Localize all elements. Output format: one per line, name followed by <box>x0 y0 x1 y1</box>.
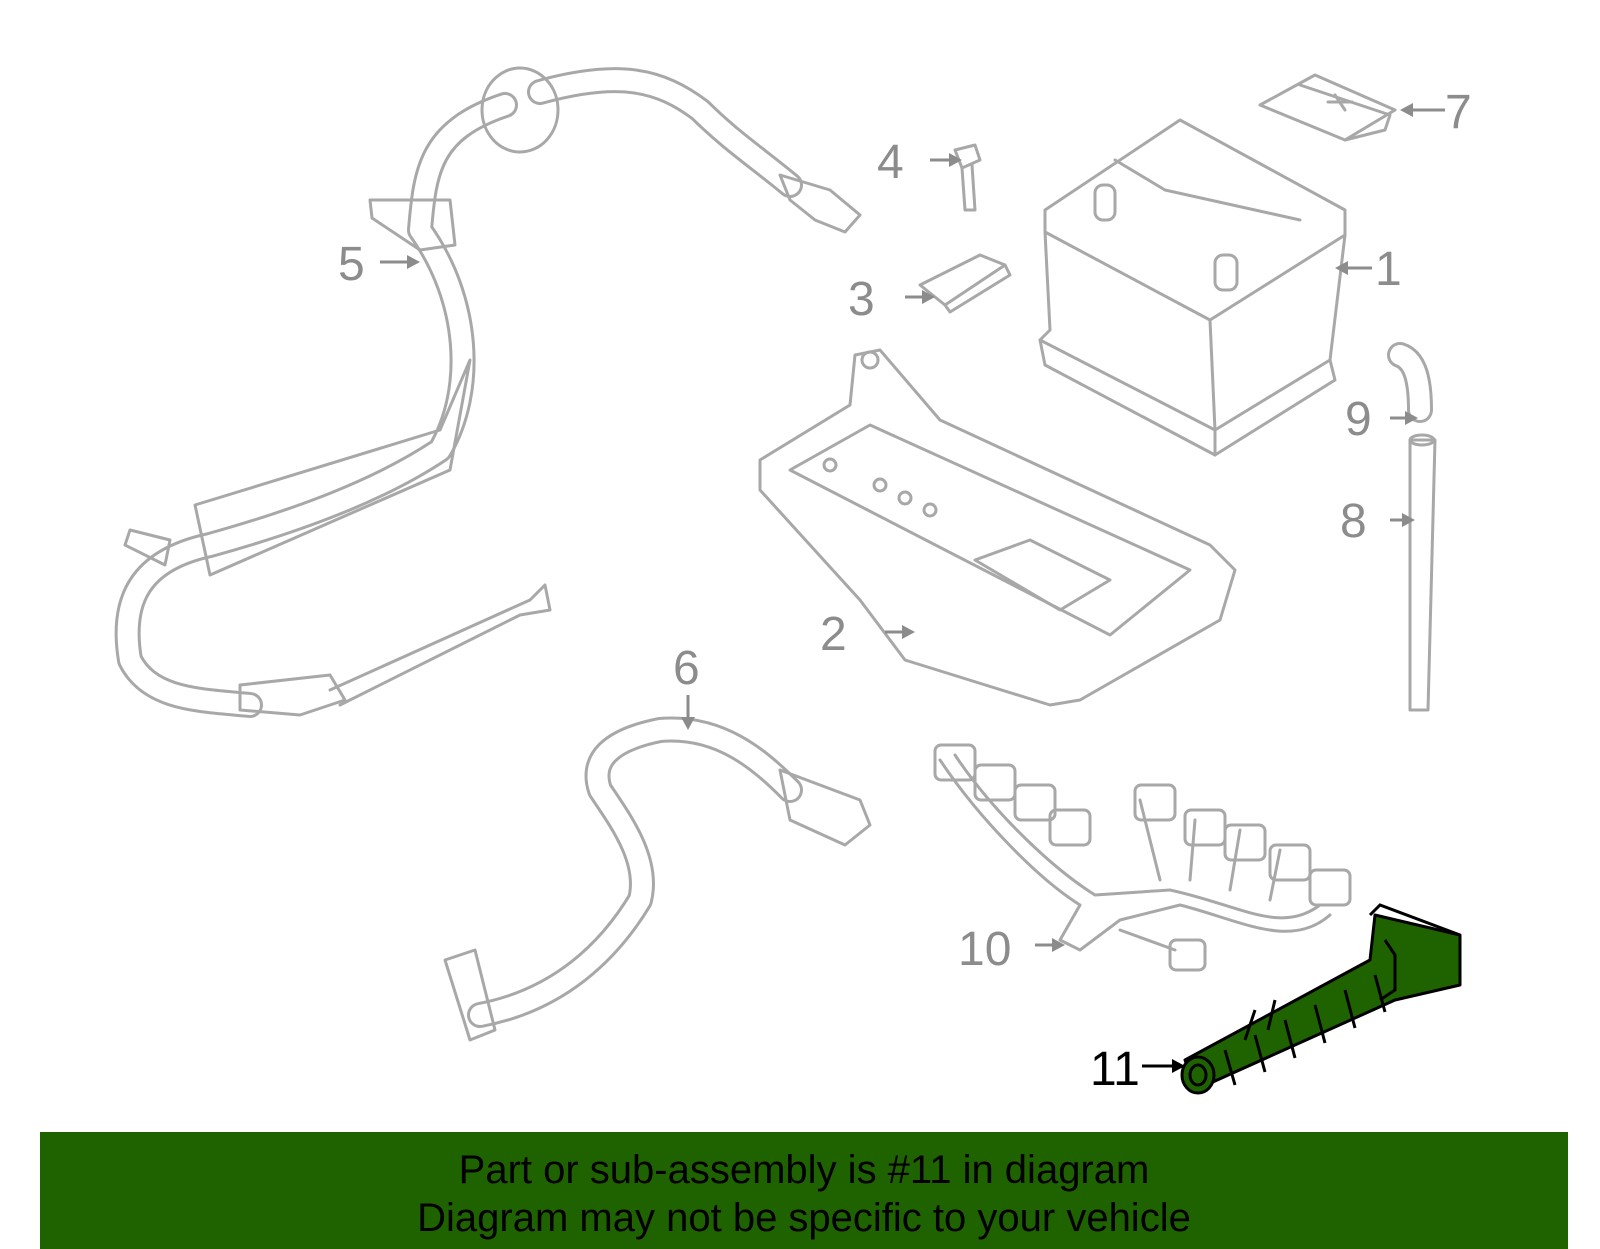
callout-10: 10 <box>958 923 1011 976</box>
callout-5: 5 <box>338 238 365 291</box>
part-10-wiring-harness[interactable] <box>933 743 1352 972</box>
part-11-grommet-boot[interactable] <box>1180 903 1462 1095</box>
callout-8: 8 <box>1340 495 1367 548</box>
banner-line-disclaimer: Diagram may not be specific to your vehi… <box>417 1196 1191 1240</box>
callout-labels: 1 2 3 4 5 6 7 8 9 10 11 <box>338 86 1472 1096</box>
banner-line-part-number: Part or sub-assembly is #11 in diagram <box>458 1148 1150 1192</box>
part-2-battery-tray[interactable] <box>758 348 1237 707</box>
part-3-clamp[interactable] <box>918 253 1012 314</box>
info-banner: Part or sub-assembly is #11 in diagram D… <box>40 1132 1568 1249</box>
part-4-bolt[interactable] <box>953 143 982 212</box>
callout-3: 3 <box>848 273 875 326</box>
part-8-vent-hose[interactable] <box>1408 433 1437 712</box>
part-9-vent-elbow[interactable] <box>1387 342 1433 423</box>
part-1-battery[interactable] <box>1038 118 1347 457</box>
callout-6: 6 <box>673 642 700 695</box>
part-7-terminal-cover[interactable] <box>1258 73 1397 142</box>
callout-9: 9 <box>1345 393 1372 446</box>
callout-2: 2 <box>820 608 847 661</box>
callout-7: 7 <box>1445 86 1472 139</box>
callout-arrows <box>380 103 1445 1073</box>
part-5-battery-cable[interactable] <box>114 66 862 718</box>
callout-11: 11 <box>1090 1043 1140 1096</box>
callout-4: 4 <box>877 136 904 189</box>
part-6-ground-cable[interactable] <box>443 716 872 1042</box>
callout-1: 1 <box>1375 243 1402 296</box>
